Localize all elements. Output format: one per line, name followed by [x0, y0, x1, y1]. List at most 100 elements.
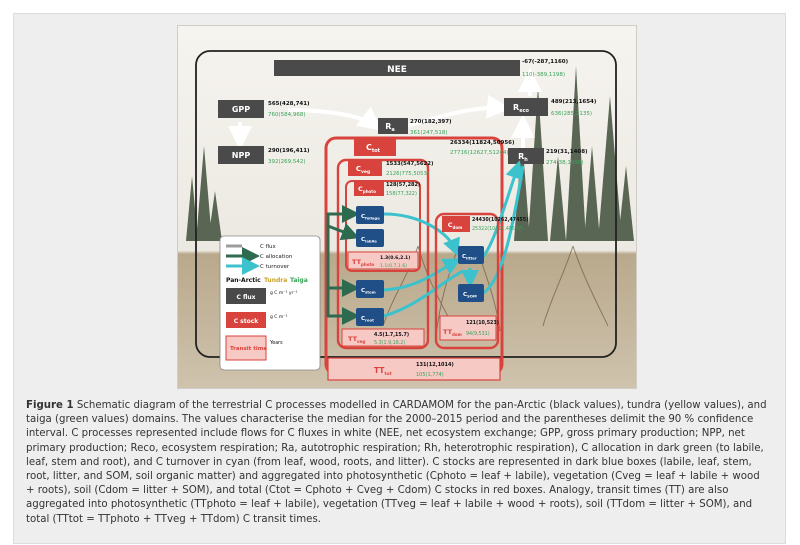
svg-text:Reco: Reco	[513, 103, 530, 114]
cdom-label: C	[448, 221, 453, 229]
croot-subscript: root	[365, 318, 374, 323]
svg-text:Clitter: Clitter	[462, 254, 477, 261]
svg-text:Clabile: Clabile	[361, 237, 377, 244]
svg-text:TTtot: TTtot	[374, 366, 393, 377]
csom-label: C	[463, 292, 467, 298]
rh-value-panarctic: 219(31,1408)	[546, 149, 588, 155]
svg-text:Cphoto: Cphoto	[358, 185, 376, 194]
legend-turnover-label: C turnover	[260, 264, 290, 270]
legend-transit-unit: Years	[269, 340, 283, 346]
ttphoto-box	[347, 251, 419, 270]
tttot-subscript: tot	[384, 371, 392, 377]
figure-caption-text: Schematic diagram of the terrestrial C p…	[26, 400, 767, 525]
legend-domain-panarctic: Pan-Arctic	[226, 277, 261, 284]
tttot-value-panarctic: 131(12,1014)	[416, 362, 454, 368]
cveg-box	[348, 160, 382, 176]
nee-label: NEE	[387, 65, 407, 75]
ttphoto-value-taiga: 1.1(0.7,1.6)	[380, 263, 407, 269]
clabile-box	[356, 229, 384, 247]
csom-box	[458, 284, 484, 302]
ra-subscript: a	[391, 127, 394, 133]
reco-label: R	[513, 103, 519, 112]
allocation-arrows	[326, 205, 360, 325]
clitter-box	[458, 246, 484, 264]
npp-label: NPP	[232, 151, 251, 160]
svg-text:Ctot: Ctot	[366, 143, 381, 154]
cfoliage-subscript: foliage	[365, 216, 380, 221]
gpp-value-taiga: 760(584,968)	[268, 112, 306, 118]
svg-text:Ra: Ra	[385, 122, 395, 133]
svg-text:TTphoto: TTphoto	[352, 258, 374, 267]
ttveg-value-taiga: 5.3(1.9,18.2)	[374, 340, 405, 346]
ctot-value-panarctic: 26334(11824,50956)	[450, 140, 515, 146]
cdom-value-panarctic: 24430(10262,47455)	[472, 217, 528, 223]
cstem-label: C	[361, 288, 365, 294]
croot-label: C	[361, 316, 365, 322]
svg-text:CSOM: CSOM	[463, 292, 477, 299]
gpp-label: GPP	[232, 105, 250, 114]
croot-box	[356, 308, 384, 326]
gpp-value-panarctic: 565(428,741)	[268, 101, 310, 107]
figure-label: Figure 1	[26, 400, 74, 411]
cphoto-label: C	[358, 185, 363, 193]
cdom-value-taiga: 25322(10411,48507)	[472, 226, 523, 232]
ttdom-value-panarctic: 121(10,523)	[466, 320, 499, 326]
cveg-value-taiga: 2126(775,5053)	[386, 171, 429, 177]
cdom-subscript: dom	[453, 225, 463, 230]
ctot-subscript: tot	[372, 148, 381, 154]
nee-value-panarctic: -67(-287,1160)	[522, 59, 569, 65]
legend-cstock-unit: g C m⁻²	[270, 314, 288, 320]
svg-text:Cdom: Cdom	[448, 221, 463, 230]
tttot-label: TT	[374, 366, 385, 375]
flux-arrows	[228, 68, 542, 150]
cfoliage-label: C	[361, 214, 365, 220]
cphoto-value-panarctic: 128(57,282)	[386, 182, 420, 188]
ra-label: R	[385, 122, 391, 131]
reco-box	[504, 98, 548, 116]
figure-caption: Figure 1 Schematic diagram of the terres…	[26, 399, 770, 527]
cfoliage-box	[356, 206, 384, 224]
reco-value-taiga: 636(285,2135)	[551, 111, 592, 117]
ttdom-box	[439, 315, 497, 341]
ctot-value-taiga: 27716(12627,51244)	[450, 150, 509, 156]
cveg-value-panarctic: 1533(547,5622)	[386, 161, 433, 167]
cstem-subscript: stem	[365, 290, 376, 295]
reco-subscript: eco	[519, 108, 529, 114]
ttdom-label: TT	[443, 328, 453, 336]
clabile-subscript: labile	[365, 239, 377, 244]
domain-boundary	[195, 50, 617, 358]
cdom-container	[434, 212, 500, 350]
nee-value-taiga: 110(-389,1198)	[522, 72, 565, 78]
npp-value-taiga: 392(269,542)	[268, 159, 306, 165]
legend-domain-taiga: Taiga	[290, 277, 308, 284]
legend: C flux C allocation C turnover Pan-Arcti…	[219, 235, 321, 371]
svg-text:Cfoliage: Cfoliage	[361, 214, 380, 221]
clitter-label: C	[462, 254, 466, 260]
cveg-label: C	[356, 165, 361, 173]
ttphoto-label: TT	[352, 258, 362, 266]
rh-label: R	[518, 152, 524, 161]
ra-value-taiga: 361(247,518)	[410, 130, 448, 136]
figure-image[interactable]: NEE -67(-287,1160) 110(-389,1198) GPP 56…	[177, 25, 637, 389]
article-page: NEE -67(-287,1160) 110(-389,1198) GPP 56…	[13, 13, 786, 544]
ttveg-box	[341, 328, 425, 347]
ctot-label: C	[366, 143, 372, 152]
clitter-subscript: litter	[466, 256, 477, 261]
schematic-diagram: NEE -67(-287,1160) 110(-389,1198) GPP 56…	[178, 26, 636, 388]
gpp-box	[218, 100, 264, 118]
cphoto-box	[354, 181, 384, 196]
svg-text:Cveg: Cveg	[356, 165, 370, 175]
ctot-box	[354, 138, 396, 156]
legend-cstock-label: C stock	[234, 318, 260, 325]
nee-box	[274, 60, 520, 76]
legend-cflux-unit: g C m⁻² yr⁻¹	[270, 290, 298, 296]
ttphoto-subscript: photo	[361, 262, 374, 267]
ttveg-label: TT	[348, 335, 358, 343]
legend-allocation-label: C allocation	[260, 254, 293, 260]
rh-value-taiga: 274(38,1996)	[546, 160, 584, 166]
npp-box	[218, 146, 264, 164]
svg-text:TTveg: TTveg	[348, 335, 365, 344]
ttveg-value-panarctic: 4.5(1.7,15.7)	[374, 332, 409, 338]
legend-cflux-box	[226, 288, 266, 304]
cphoto-subscript: photo	[363, 189, 376, 194]
